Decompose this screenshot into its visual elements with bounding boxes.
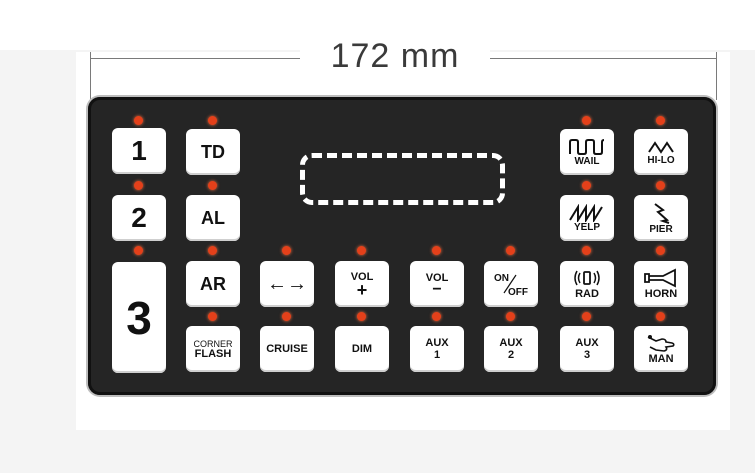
hi-lo-label: HI-LO: [647, 154, 675, 166]
dimension-tick-right: [716, 52, 717, 100]
corner-flash-button[interactable]: CORNER FLASH: [186, 326, 240, 372]
led-indicator: [134, 116, 143, 125]
led-indicator: [582, 116, 591, 125]
led-indicator: [134, 181, 143, 190]
wail-label: WAIL: [574, 155, 600, 167]
dimension-tick-left: [90, 52, 91, 100]
al-button[interactable]: AL: [186, 195, 240, 241]
aux-1-button[interactable]: AUX 1: [410, 326, 464, 372]
horn-button[interactable]: HORN: [634, 261, 688, 307]
al-label: AL: [201, 207, 225, 228]
led-indicator: [282, 246, 291, 255]
wave-square-icon: [569, 138, 605, 155]
plus-icon: +: [356, 279, 368, 300]
led-indicator: [432, 312, 441, 321]
wail-button[interactable]: WAIL: [560, 129, 614, 175]
yelp-label: YELP: [573, 221, 601, 233]
left-right-arrow-icon: ←→: [267, 272, 307, 295]
flash-label: FLASH: [194, 348, 232, 360]
led-indicator: [656, 181, 665, 190]
aux-2-label: AUX: [499, 337, 523, 349]
minus-icon: −: [432, 280, 442, 298]
on-off-button[interactable]: ON OFF: [484, 261, 538, 307]
display-window: [300, 153, 505, 205]
vol-down-button[interactable]: VOL −: [410, 261, 464, 307]
dim-button[interactable]: DIM: [335, 326, 389, 372]
off-label: OFF: [508, 287, 528, 298]
dim-label: DIM: [351, 343, 373, 355]
aux-3-button[interactable]: AUX 3: [560, 326, 614, 372]
button-3[interactable]: 3: [112, 262, 166, 373]
hi-lo-button[interactable]: HI-LO: [634, 129, 688, 175]
vol-up-button[interactable]: VOL +: [335, 261, 389, 307]
led-indicator: [582, 246, 591, 255]
rad-button[interactable]: RAD: [560, 261, 614, 307]
aux-2-number: 2: [507, 349, 515, 361]
man-label: MAN: [648, 353, 674, 365]
button-1[interactable]: 1: [112, 128, 166, 174]
led-indicator: [582, 181, 591, 190]
cruise-button[interactable]: CRUISE: [260, 326, 314, 372]
button-2[interactable]: 2: [112, 195, 166, 241]
led-indicator: [506, 246, 515, 255]
horn-label: HORN: [644, 288, 678, 300]
td-label: TD: [201, 141, 225, 162]
ar-label: AR: [200, 273, 226, 294]
led-indicator: [357, 246, 366, 255]
lightning-icon: [654, 202, 670, 224]
pier-button[interactable]: PIER: [634, 195, 688, 241]
on-label: ON: [494, 273, 509, 284]
vol-up-label: VOL: [350, 270, 374, 283]
radio-icon: [574, 270, 600, 286]
sawtooth-icon: [569, 203, 603, 222]
vol-down-label: VOL: [425, 271, 449, 284]
button-1-label: 1: [131, 135, 147, 166]
button-2-label: 2: [131, 202, 147, 233]
aux-2-button[interactable]: AUX 2: [484, 326, 538, 372]
td-button[interactable]: TD: [186, 129, 240, 175]
led-indicator: [432, 246, 441, 255]
led-indicator: [656, 312, 665, 321]
arrows-button[interactable]: ←→: [260, 261, 314, 307]
button-3-label: 3: [126, 291, 152, 344]
led-indicator: [208, 181, 217, 190]
horn-icon: [644, 268, 676, 288]
ar-button[interactable]: AR: [186, 261, 240, 307]
led-indicator: [582, 312, 591, 321]
on-off-graphic: ON OFF: [494, 273, 528, 298]
man-button[interactable]: MAN: [634, 326, 688, 372]
yelp-button[interactable]: YELP: [560, 195, 614, 241]
control-panel: [88, 97, 716, 395]
led-indicator: [208, 312, 217, 321]
dimension-label: 172 mm: [300, 36, 490, 76]
wave-triangle-icon: [648, 140, 674, 154]
aux-3-label: AUX: [575, 337, 599, 349]
aux-3-number: 3: [583, 349, 591, 361]
led-indicator: [134, 246, 143, 255]
aux-1-label: AUX: [425, 337, 449, 349]
led-indicator: [208, 246, 217, 255]
led-indicator: [282, 312, 291, 321]
rad-label: RAD: [575, 288, 599, 300]
hand-icon: [647, 335, 675, 352]
corner-label: CORNER: [193, 339, 233, 349]
led-indicator: [656, 246, 665, 255]
led-indicator: [208, 116, 217, 125]
cruise-label: CRUISE: [266, 343, 308, 355]
pier-label: PIER: [649, 223, 673, 235]
aux-1-number: 1: [433, 349, 441, 361]
led-indicator: [656, 116, 665, 125]
led-indicator: [357, 312, 366, 321]
led-indicator: [506, 312, 515, 321]
